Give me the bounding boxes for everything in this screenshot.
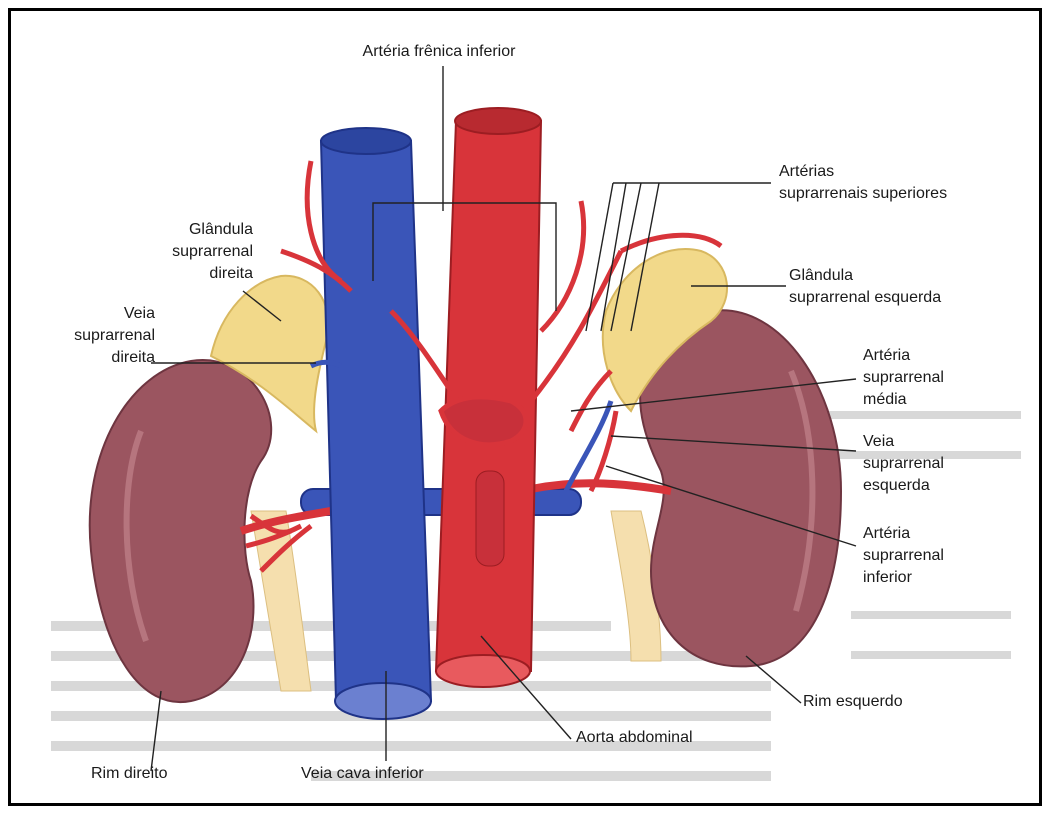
label-rim-esquerdo: Rim esquerdo (803, 691, 963, 713)
label-rim-direito: Rim direito (91, 763, 231, 785)
mesenteric-branch (476, 471, 504, 566)
label-arteria-frenica-inferior: Artéria frênica inferior (319, 41, 559, 63)
ivc-top-lumen (321, 128, 411, 154)
aorta-bottom-lumen (436, 655, 530, 687)
inferior-vena-cava (321, 141, 431, 701)
diagram-frame: Artéria frênica inferior Artérias suprar… (8, 8, 1042, 806)
label-glandula-suprarrenal-esquerda: Glândula suprarrenal esquerda (789, 265, 1034, 309)
label-arteria-suprarrenal-inferior: Artéria suprarrenal inferior (863, 523, 1023, 589)
aorta-top-lumen (455, 108, 541, 134)
ivc-bottom-lumen (335, 683, 431, 719)
label-glandula-suprarrenal-direita: Glândula suprarrenal direita (103, 219, 253, 285)
label-arterias-suprarrenais-superiores: Artérias suprarrenais superiores (779, 161, 1029, 205)
label-veia-suprarrenal-direita: Veia suprarrenal direita (23, 303, 155, 369)
label-veia-cava-inferior: Veia cava inferior (301, 763, 501, 785)
label-veia-suprarrenal-esquerda: Veia suprarrenal esquerda (863, 431, 1023, 497)
right-ureter-fat (251, 511, 311, 691)
label-aorta-abdominal: Aorta abdominal (576, 727, 756, 749)
label-arteria-suprarrenal-media: Artéria suprarrenal média (863, 345, 1023, 411)
